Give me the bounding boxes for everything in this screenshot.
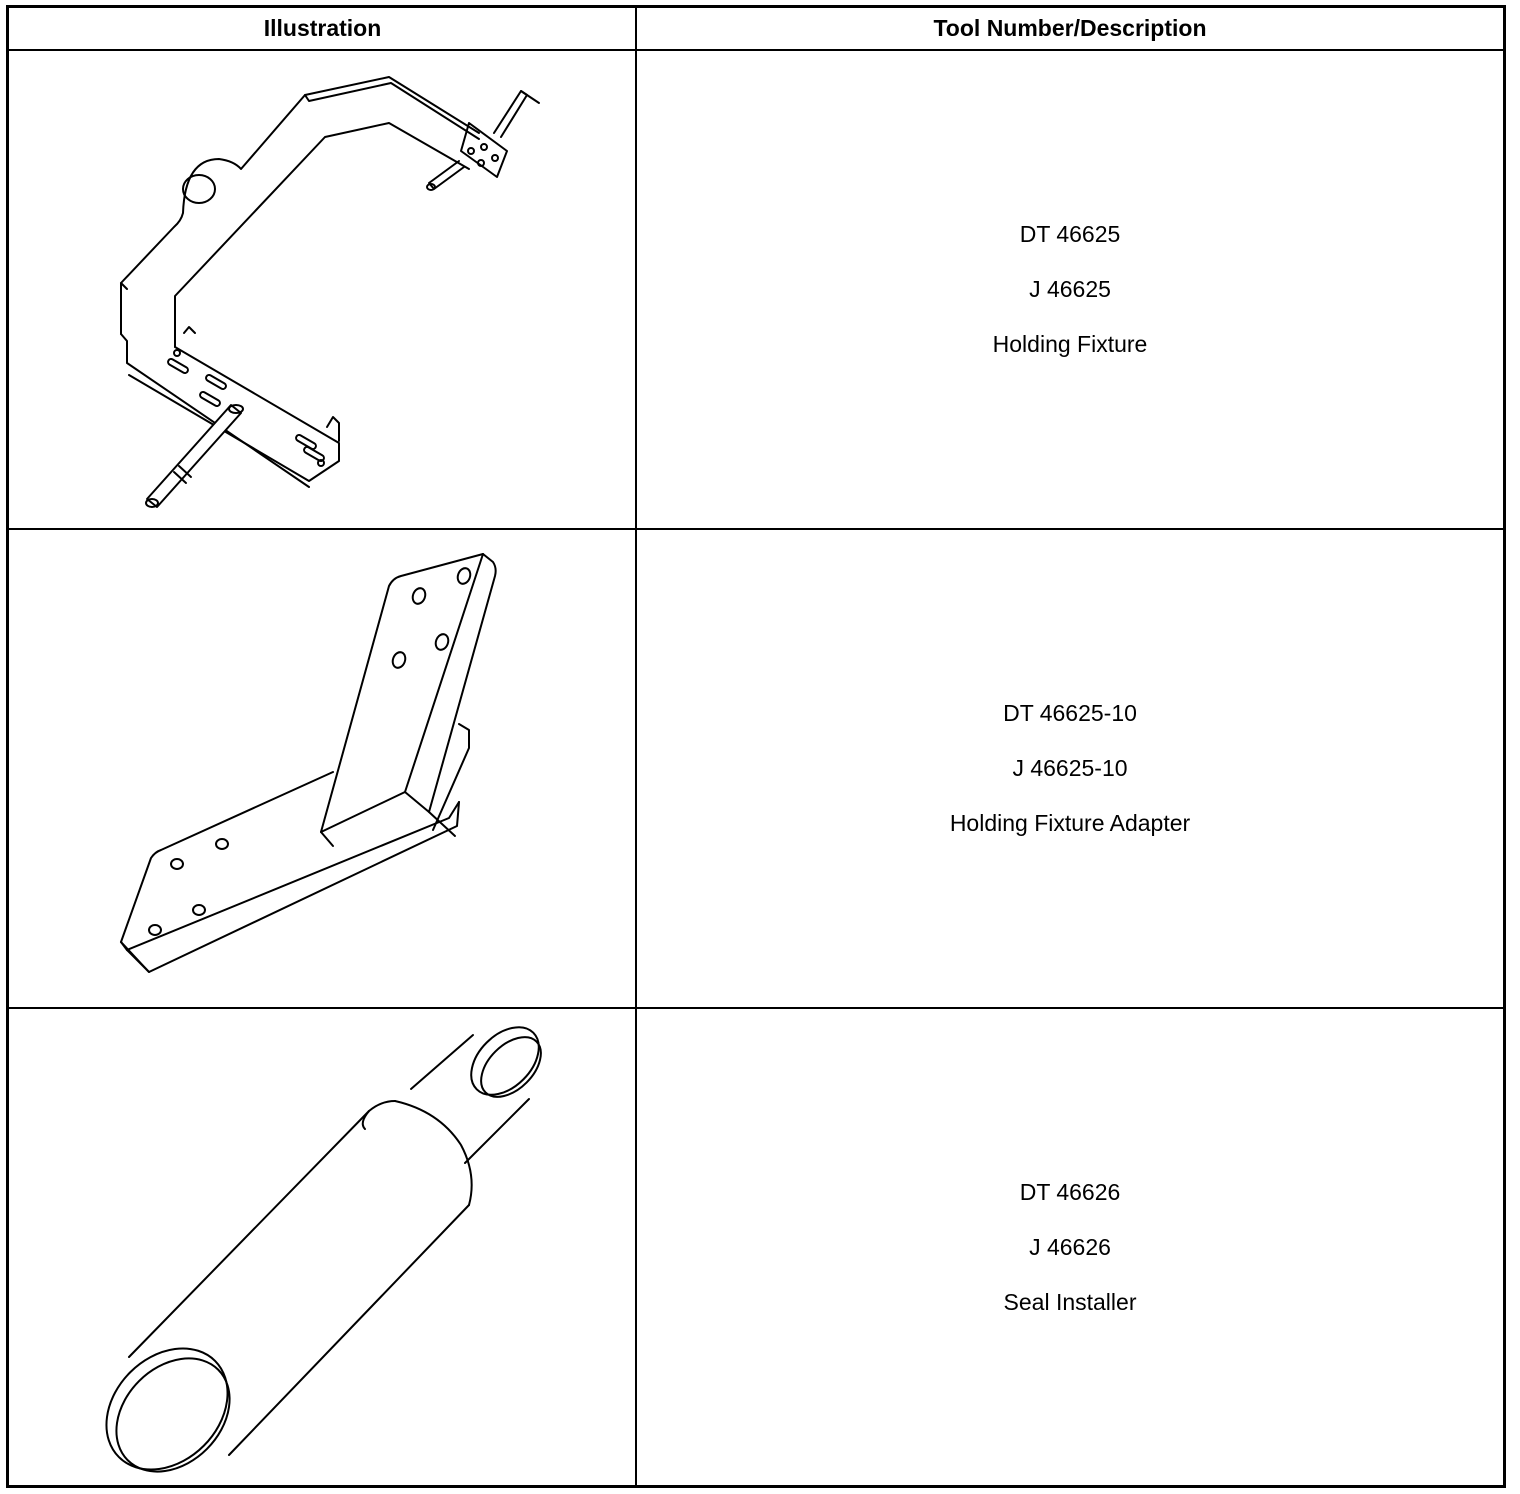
column-divider xyxy=(635,8,637,1485)
dt-tool-number: DT 46625-10 xyxy=(1003,700,1137,726)
seal-installer-icon xyxy=(9,1009,635,1485)
j-tool-number: J 46625-10 xyxy=(1012,755,1128,781)
header-illustration: Illustration xyxy=(263,15,382,41)
tool-name: Holding Fixture Adapter xyxy=(949,810,1191,836)
tool-description-cell: DT 46626 J 46626 Seal Installer xyxy=(637,1009,1503,1485)
header-tool-description: Tool Number/Description xyxy=(933,15,1207,41)
tool-name: Seal Installer xyxy=(1003,1288,1137,1315)
holding-fixture-icon xyxy=(9,51,635,528)
table-row: DT 46625-10 J 46625-10 Holding Fixture A… xyxy=(9,530,1503,1009)
table-row: DT 46626 J 46626 Seal Installer xyxy=(9,1009,1503,1485)
table-row: DT 46625 J 46625 Holding Fixture xyxy=(9,51,1503,530)
j-tool-number: J 46626 xyxy=(1029,1233,1111,1260)
dt-tool-number: DT 46626 xyxy=(1019,1178,1121,1205)
tool-description-cell: DT 46625 J 46625 Holding Fixture xyxy=(637,51,1503,528)
holding-fixture-adapter-icon xyxy=(9,530,635,1007)
tool-description-cell: DT 46625-10 J 46625-10 Holding Fixture A… xyxy=(637,530,1503,1007)
tool-name: Holding Fixture xyxy=(992,331,1148,357)
j-tool-number: J 46625 xyxy=(1029,276,1111,302)
table-header-row: Illustration Tool Number/Description xyxy=(9,8,1503,51)
tool-table: Illustration Tool Number/Description xyxy=(6,5,1506,1488)
dt-tool-number: DT 46625 xyxy=(1019,221,1121,247)
